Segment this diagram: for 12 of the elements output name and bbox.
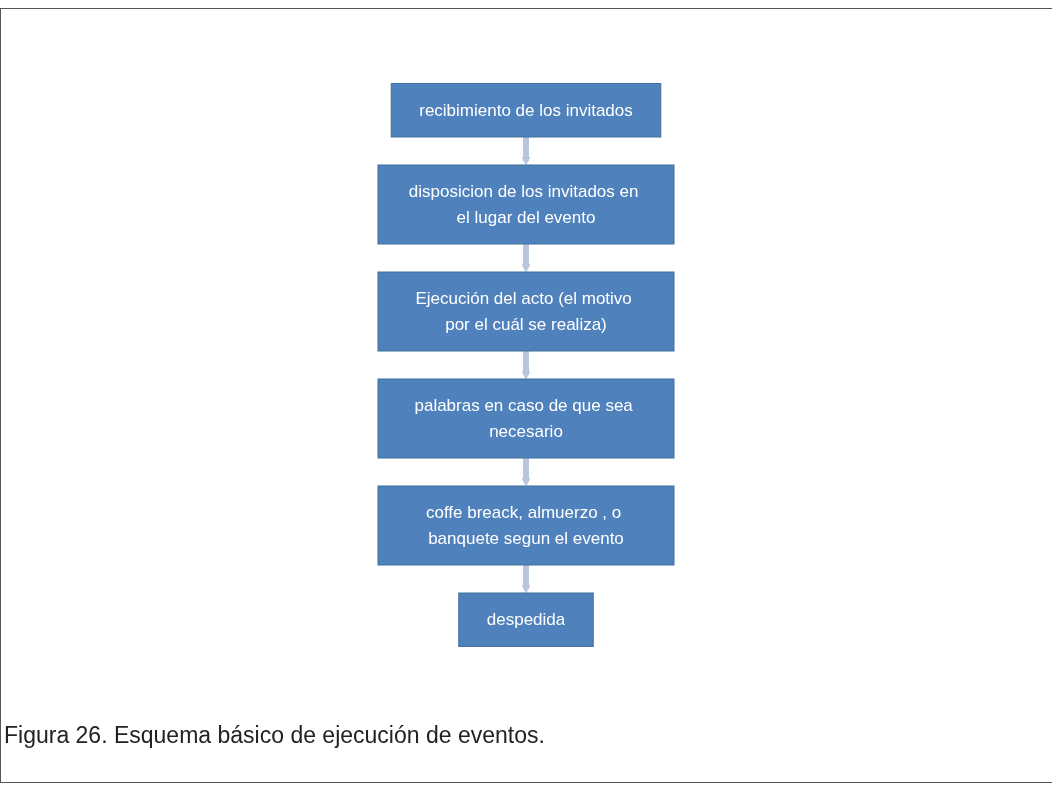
figure-caption: Figura 26. Esquema básico de ejecución de eventos. bbox=[4, 722, 545, 749]
node-box: disposicion de los invitados en el lugar del evento bbox=[377, 164, 675, 245]
node-box: despedida bbox=[458, 592, 594, 647]
arrow bbox=[521, 350, 531, 380]
arrow bbox=[521, 457, 531, 487]
arrow bbox=[521, 243, 531, 273]
node-box: coffe breack, almuerzo , o banquete segun el evento bbox=[377, 485, 675, 566]
node-box: palabras en caso de que sea necesario bbox=[377, 378, 675, 459]
arrow bbox=[521, 564, 531, 594]
node-box: recibimiento de los invitados bbox=[390, 83, 662, 138]
node-box: Ejecución del acto (el motivo por el cuál se realiza) bbox=[377, 271, 675, 352]
arrow bbox=[521, 136, 531, 166]
